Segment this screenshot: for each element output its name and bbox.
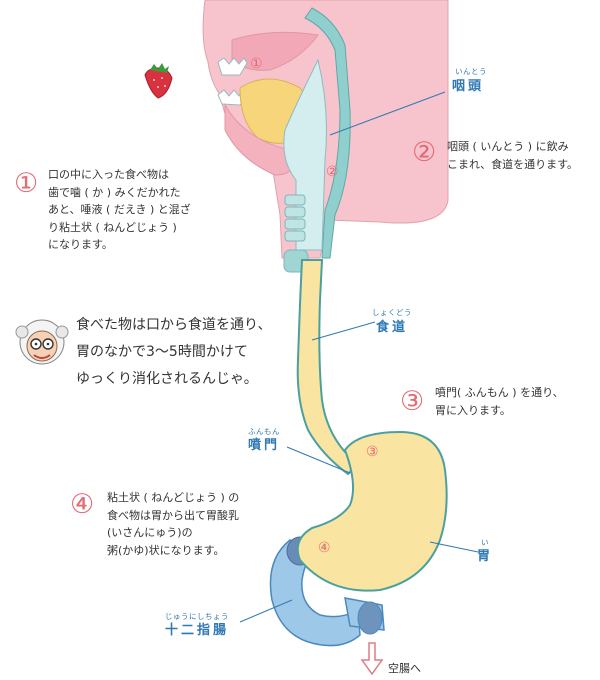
speech-line: 食べた物は口から食道を通り、	[76, 317, 272, 333]
step-3-marker: ③	[366, 444, 379, 460]
pharynx-tube	[283, 58, 327, 251]
spine	[304, 7, 351, 259]
duodenum-label: 十二指腸	[165, 623, 230, 638]
step-1-description: 口の中に入った食べ物は 歯で噛 ( か ) みくだかれた あと、唾液 ( だえき…	[48, 166, 191, 254]
step-3-line: 噴門( ふんもん ) を通り、	[435, 386, 564, 399]
step-1-line: になります。	[48, 238, 113, 251]
stomach-shape	[296, 430, 448, 592]
step-4-line: (いさんにゅう)の	[107, 526, 193, 539]
step-2-line: 咽頭 ( いんとう ) に飲み	[447, 140, 569, 153]
speech-line: 胃のなかで3〜5時間かけて	[76, 344, 248, 360]
esophagus-ruby: しょくどう	[372, 308, 412, 317]
step-4-number: ④	[70, 489, 95, 520]
nasal-cavity	[231, 31, 319, 71]
step-1-line: 口の中に入った食べ物は	[48, 168, 169, 181]
step-4-line: 粥(かゆ)状になります。	[107, 543, 225, 557]
grandpa-avatar	[15, 319, 69, 365]
step-4-marker: ④	[318, 540, 331, 556]
step-3-description: 噴門( ふんもん ) を通り、 胃に入ります。	[435, 384, 564, 419]
cardia-ruby: ふんもん	[248, 427, 280, 436]
step-1-line: 歯で噛 ( か ) みくだかれた	[48, 185, 181, 199]
pharynx-ruby: いんとう	[455, 67, 487, 76]
step-1-line: り粘土状 ( ねんどじょう )	[48, 220, 177, 234]
duodenum-ruby: じゅうにしちょう	[165, 612, 229, 621]
strawberry-icon	[144, 63, 173, 99]
step-2-line: こまれ、食道を通ります。	[447, 157, 579, 171]
step-3-line: 胃に入ります。	[435, 403, 511, 417]
step-1-number: ①	[14, 168, 39, 199]
step-4-line: 食べ物は胃から出て胃酸乳	[107, 508, 239, 522]
esophagus-tube	[296, 259, 362, 476]
step-4-line: 粘土状 ( ねんどじょう ) の	[107, 491, 240, 504]
speech-line: ゆっくり消化されるんじゃ。	[76, 371, 258, 387]
step-2-marker: ②	[326, 164, 339, 180]
step-1-marker: ①	[250, 56, 263, 72]
step-2-number: ②	[412, 137, 437, 168]
exit-label: 空腸へ	[388, 662, 421, 675]
cardia-label: 噴門	[248, 438, 281, 453]
step-1-line: あと、唾液 ( だえき ) と混ざ	[48, 203, 191, 216]
step-4-description: 粘土状 ( ねんどじょう ) の 食べ物は胃から出て胃酸乳 (いさんにゅう)の …	[107, 489, 239, 559]
stomach-label: 胃	[477, 549, 494, 564]
step-3-number: ③	[400, 386, 425, 417]
grandpa-speech: 食べた物は口から食道を通り、 胃のなかで3〜5時間かけて ゆっくり消化されるんじ…	[76, 312, 271, 393]
teeth	[217, 57, 248, 76]
step-2-description: 咽頭 ( いんとう ) に飲み こまれ、食道を通ります。	[447, 138, 578, 173]
pharynx-label: 咽頭	[452, 79, 485, 94]
stomach-ruby: い	[481, 538, 489, 547]
exit-arrow	[360, 642, 384, 676]
duodenum-shape	[269, 539, 361, 647]
esophagus-label: 食道	[376, 320, 409, 335]
